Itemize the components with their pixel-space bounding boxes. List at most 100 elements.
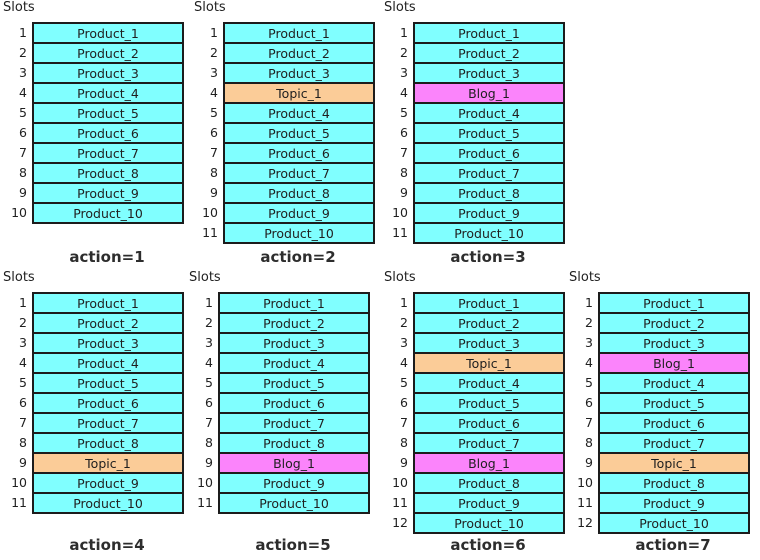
- action-caption: action=6: [450, 536, 526, 554]
- slot-number: 8: [400, 165, 408, 180]
- slot-diagram-action-7: Slots 1 Product_1 2 Product_2 3 Product_…: [569, 270, 751, 554]
- slot-row: 3 Product_3: [3, 332, 184, 354]
- slot-number: 3: [585, 335, 593, 350]
- slot-box-product_8: Product_8: [218, 432, 370, 454]
- slot-number: 8: [19, 165, 27, 180]
- slot-box-blog_1: Blog_1: [413, 82, 565, 104]
- slot-row: 11 Product_9: [569, 492, 750, 514]
- slot-row: 3 Product_3: [569, 332, 750, 354]
- slot-box-product_4: Product_4: [32, 352, 184, 374]
- slot-number: 9: [205, 455, 213, 470]
- slot-number: 10: [392, 475, 408, 490]
- slot-row: 2 Product_2: [384, 42, 565, 64]
- slot-box-product_1: Product_1: [32, 22, 184, 44]
- slot-box-product_7: Product_7: [223, 162, 375, 184]
- slot-box-product_4: Product_4: [223, 102, 375, 124]
- slot-box-product_8: Product_8: [32, 432, 184, 454]
- slot-row: 2 Product_2: [194, 42, 375, 64]
- slot-number: 7: [205, 415, 213, 430]
- slots-header: Slots: [384, 270, 416, 285]
- slot-diagram-action-6: Slots 1 Product_1 2 Product_2 3 Product_…: [384, 270, 566, 554]
- slot-box-product_7: Product_7: [598, 432, 750, 454]
- slot-row: 6 Product_5: [384, 392, 565, 414]
- slot-row: 7 Product_6: [384, 412, 565, 434]
- slot-box-product_10: Product_10: [598, 512, 750, 534]
- slot-box-product_1: Product_1: [223, 22, 375, 44]
- slot-row: 8 Product_8: [3, 162, 184, 184]
- slot-row: 3 Product_3: [384, 62, 565, 84]
- slot-box-product_10: Product_10: [32, 202, 184, 224]
- slot-number: 10: [11, 475, 27, 490]
- slot-box-product_10: Product_10: [223, 222, 375, 244]
- slot-box-product_3: Product_3: [413, 62, 565, 84]
- slot-row: 5 Product_5: [189, 372, 370, 394]
- slot-box-product_2: Product_2: [413, 42, 565, 64]
- slot-number: 1: [210, 25, 218, 40]
- slot-list: 1 Product_1 2 Product_2 3 Product_3 4 To…: [194, 22, 375, 244]
- slot-box-product_3: Product_3: [223, 62, 375, 84]
- slot-row: 10 Product_10: [3, 202, 184, 224]
- slots-header: Slots: [384, 0, 416, 15]
- slot-number: 11: [197, 495, 213, 510]
- slot-row: 11 Product_9: [384, 492, 565, 514]
- slot-box-product_2: Product_2: [223, 42, 375, 64]
- slot-number: 6: [400, 125, 408, 140]
- slot-box-product_4: Product_4: [598, 372, 750, 394]
- slot-box-product_2: Product_2: [32, 312, 184, 334]
- slot-number: 8: [205, 435, 213, 450]
- slot-box-product_5: Product_5: [32, 102, 184, 124]
- slot-number: 9: [19, 185, 27, 200]
- slot-row: 4 Blog_1: [569, 352, 750, 374]
- slot-row: 3 Product_3: [3, 62, 184, 84]
- slot-row: 8 Product_8: [189, 432, 370, 454]
- slot-box-product_1: Product_1: [598, 292, 750, 314]
- slot-list: 1 Product_1 2 Product_2 3 Product_3 4 Pr…: [3, 292, 184, 514]
- slot-number: 5: [400, 105, 408, 120]
- slot-box-product_9: Product_9: [223, 202, 375, 224]
- slot-box-product_3: Product_3: [32, 332, 184, 354]
- slot-box-product_4: Product_4: [32, 82, 184, 104]
- slot-diagram-action-5: Slots 1 Product_1 2 Product_2 3 Product_…: [189, 270, 371, 554]
- slot-row: 5 Product_4: [569, 372, 750, 394]
- slot-number: 1: [205, 295, 213, 310]
- slot-row: 8 Product_8: [3, 432, 184, 454]
- slot-number: 8: [19, 435, 27, 450]
- slot-list: 1 Product_1 2 Product_2 3 Product_3 4 To…: [384, 292, 565, 534]
- slot-number: 4: [400, 85, 408, 100]
- slot-number: 5: [210, 105, 218, 120]
- slot-box-topic_1: Topic_1: [223, 82, 375, 104]
- slot-number: 10: [197, 475, 213, 490]
- slot-row: 4 Topic_1: [384, 352, 565, 374]
- slots-header: Slots: [3, 270, 35, 285]
- slot-box-product_8: Product_8: [598, 472, 750, 494]
- slot-number: 11: [392, 495, 408, 510]
- slot-box-product_10: Product_10: [32, 492, 184, 514]
- action-caption: action=5: [255, 536, 331, 554]
- slot-row: 4 Blog_1: [384, 82, 565, 104]
- slot-number: 2: [400, 45, 408, 60]
- action-caption: action=1: [69, 248, 145, 266]
- action-caption: action=4: [69, 536, 145, 554]
- slot-number: 9: [210, 185, 218, 200]
- slot-list: 1 Product_1 2 Product_2 3 Product_3 4 Bl…: [569, 292, 750, 534]
- slot-number: 2: [210, 45, 218, 60]
- slot-box-product_1: Product_1: [32, 292, 184, 314]
- slot-number: 4: [210, 85, 218, 100]
- slot-box-product_2: Product_2: [598, 312, 750, 334]
- slot-box-product_9: Product_9: [413, 492, 565, 514]
- slot-number: 1: [19, 295, 27, 310]
- slot-box-product_2: Product_2: [218, 312, 370, 334]
- slot-row: 7 Product_7: [3, 142, 184, 164]
- slot-number: 5: [205, 375, 213, 390]
- slot-box-product_8: Product_8: [413, 182, 565, 204]
- slot-row: 1 Product_1: [189, 292, 370, 314]
- slot-box-product_3: Product_3: [218, 332, 370, 354]
- slot-box-blog_1: Blog_1: [218, 452, 370, 474]
- slot-row: 2 Product_2: [3, 42, 184, 64]
- slot-number: 3: [210, 65, 218, 80]
- slot-diagram-action-4: Slots 1 Product_1 2 Product_2 3 Product_…: [3, 270, 185, 554]
- slot-row: 3 Product_3: [194, 62, 375, 84]
- slot-row: 6 Product_6: [3, 392, 184, 414]
- slot-box-product_10: Product_10: [218, 492, 370, 514]
- slot-box-product_6: Product_6: [413, 412, 565, 434]
